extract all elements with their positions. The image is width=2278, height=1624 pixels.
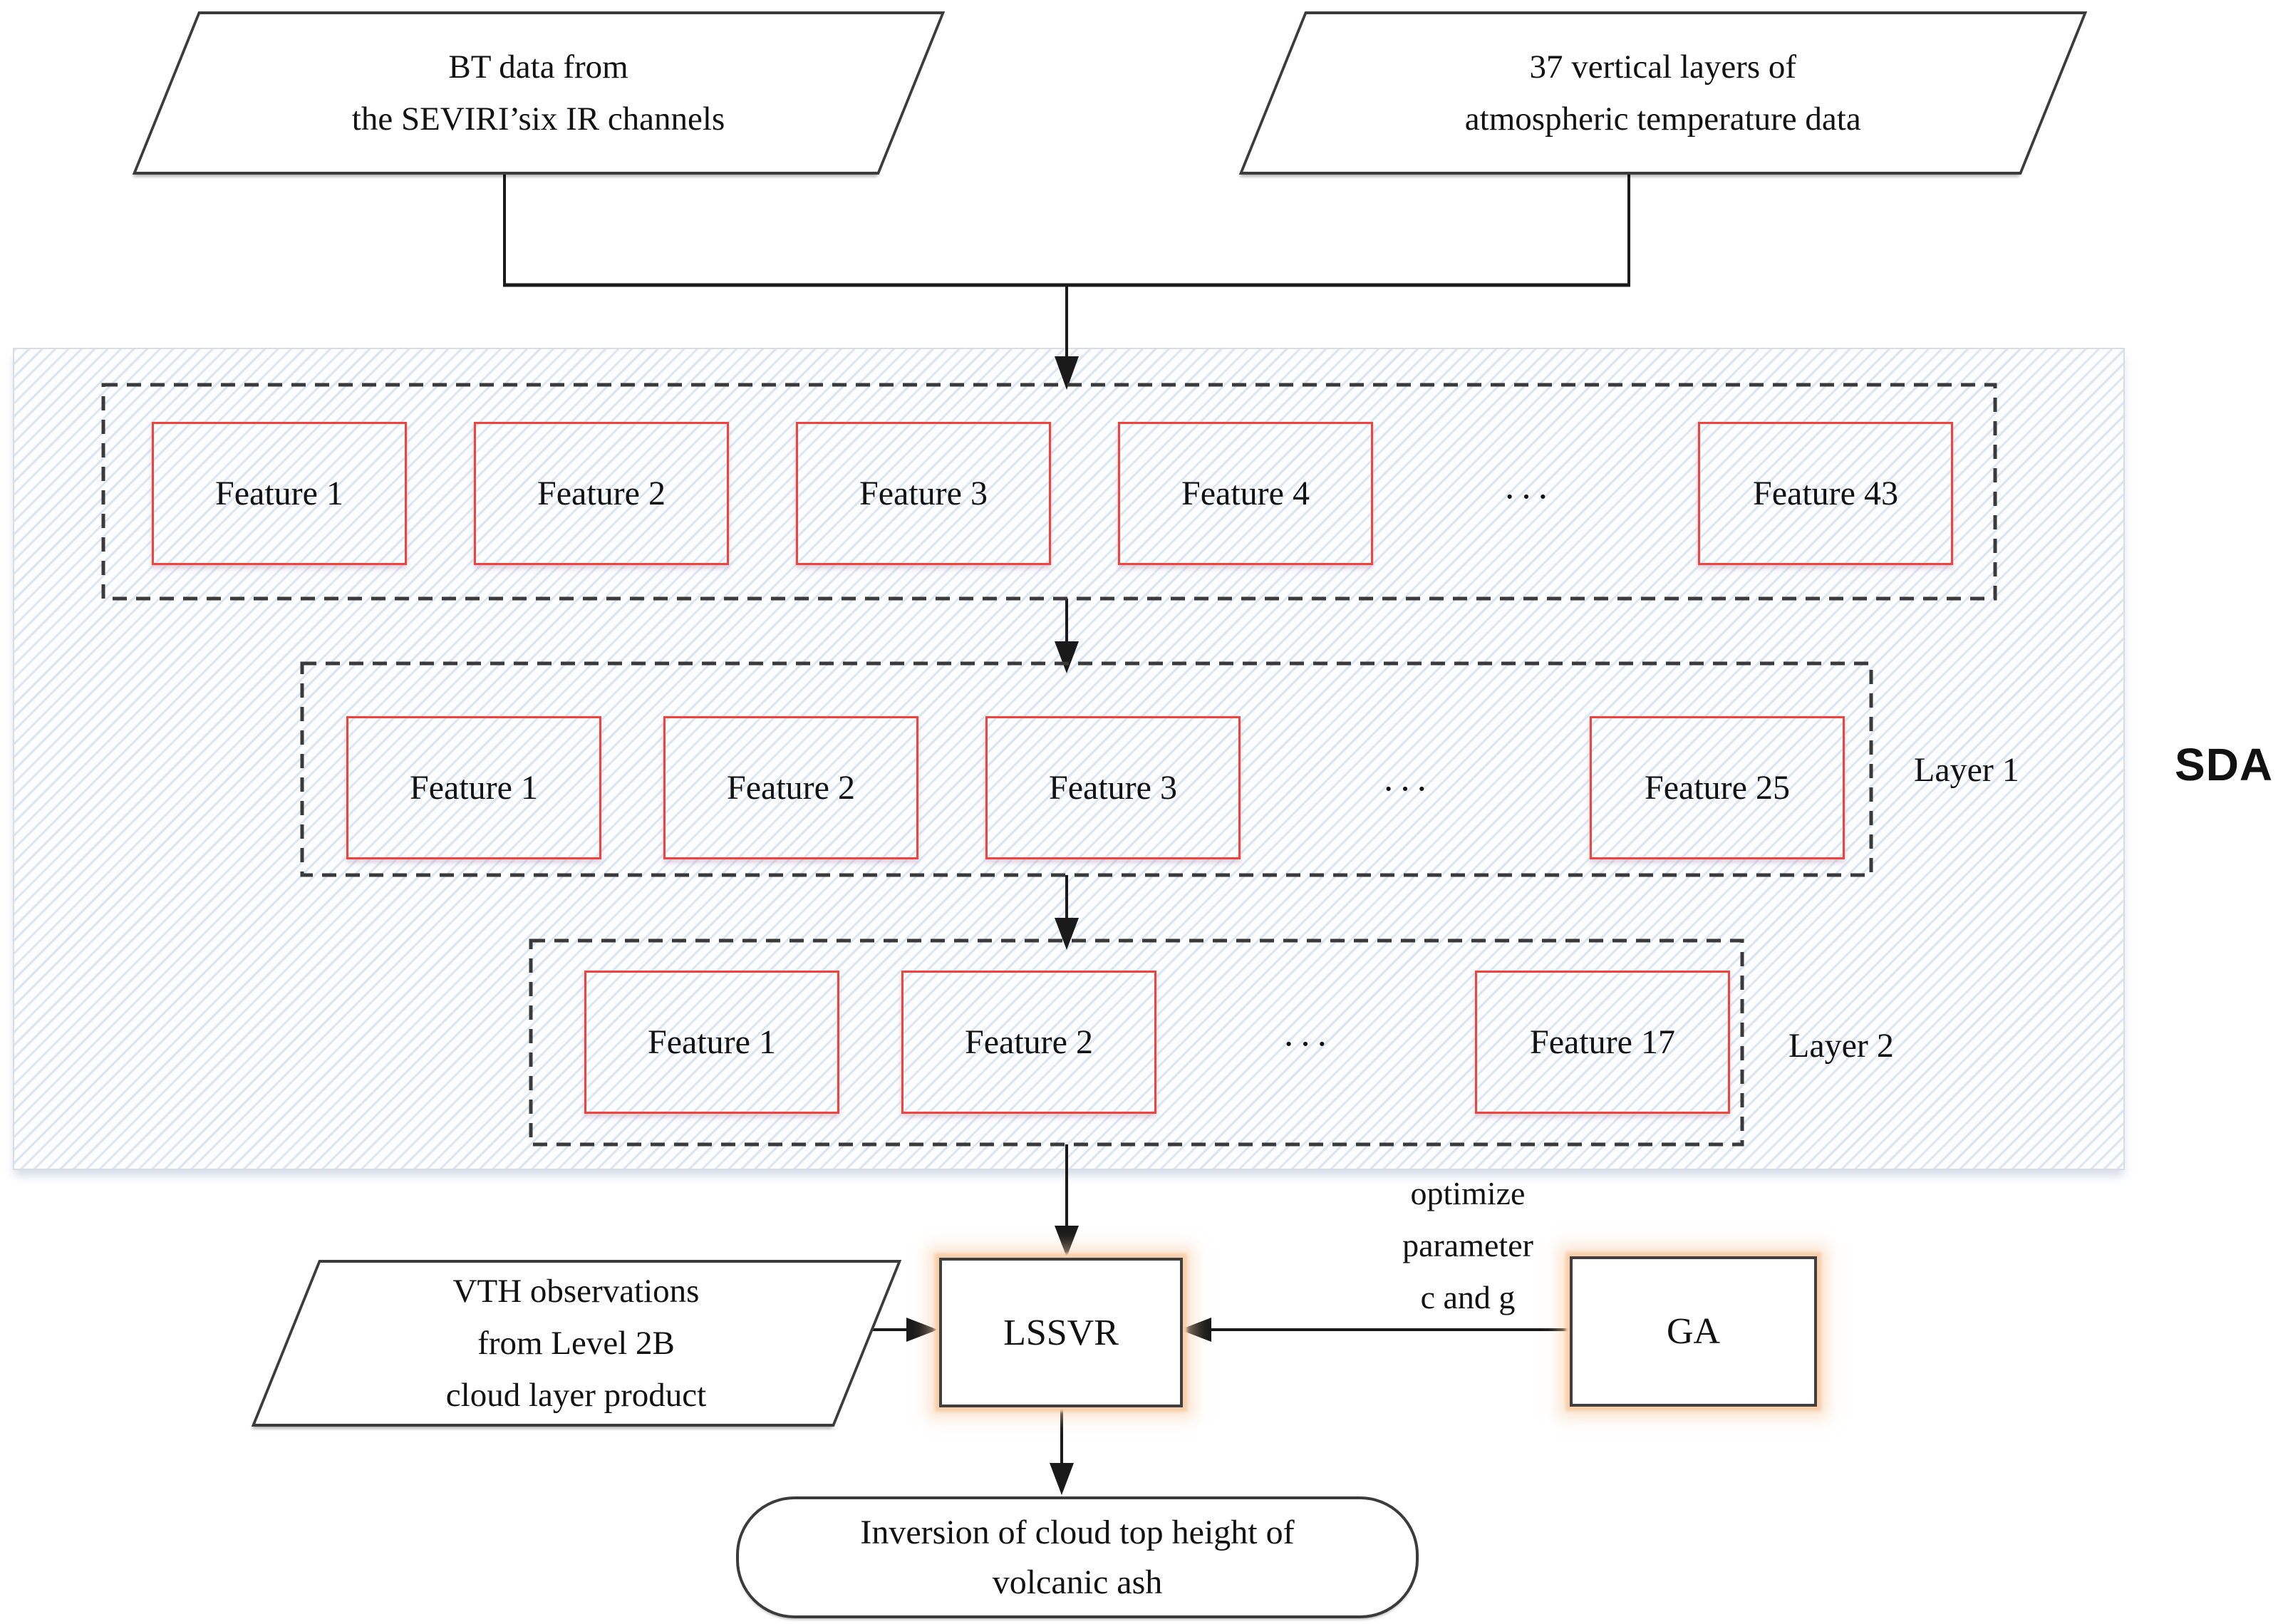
input-bt-line1: BT data from bbox=[448, 48, 629, 86]
feature-label: Feature 1 bbox=[648, 1023, 776, 1061]
feature-label: Feature 1 bbox=[410, 769, 538, 807]
output-line2: volcanic ash bbox=[992, 1563, 1163, 1601]
vth-parallelogram: VTH observations from Level 2B cloud lay… bbox=[251, 1260, 902, 1427]
feature-label: Feature 17 bbox=[1530, 1023, 1675, 1061]
layer2-label: Layer 2 bbox=[1788, 1027, 1894, 1065]
vth-line3: cloud layer product bbox=[446, 1376, 707, 1414]
vth-line2: from Level 2B bbox=[477, 1324, 675, 1362]
lssvr-box: LSSVR bbox=[939, 1258, 1183, 1407]
feature-box: Feature 1 bbox=[152, 422, 407, 565]
input-bt-line2: the SEVIRI’six IR channels bbox=[352, 100, 725, 138]
feature-box: Feature 25 bbox=[1590, 716, 1845, 859]
ga-label: GA bbox=[1666, 1311, 1721, 1352]
input-atmos-line1: 37 vertical layers of bbox=[1529, 48, 1797, 86]
ellipsis-row2: ··· bbox=[1382, 769, 1432, 810]
input-atmos-text: 37 vertical layers of atmospheric temper… bbox=[1465, 41, 1861, 145]
ga-annotation-line2: parameter bbox=[1402, 1227, 1533, 1263]
vth-line1: VTH observations bbox=[453, 1272, 700, 1310]
feature-box: Feature 2 bbox=[663, 716, 918, 859]
feature-box: Feature 1 bbox=[584, 971, 839, 1114]
ga-annotation-line3: c and g bbox=[1420, 1279, 1516, 1315]
feature-label: Feature 25 bbox=[1645, 769, 1790, 807]
feature-label: Feature 2 bbox=[965, 1023, 1093, 1061]
ga-annotation-line1: optimize bbox=[1410, 1175, 1526, 1211]
feature-box: Feature 2 bbox=[901, 971, 1156, 1114]
arrowhead-sda-to-lssvr bbox=[1055, 1226, 1079, 1257]
feature-box: Feature 3 bbox=[985, 716, 1241, 859]
arrowhead-lssvr-to-output bbox=[1050, 1463, 1074, 1495]
feature-label: Feature 43 bbox=[1753, 475, 1898, 512]
input-bt-text: BT data from the SEVIRI’six IR channels bbox=[352, 41, 725, 145]
output-line1: Inversion of cloud top height of bbox=[860, 1513, 1295, 1551]
input-bt-parallelogram: BT data from the SEVIRI’six IR channels bbox=[132, 11, 946, 175]
sda-label: SDA bbox=[2175, 739, 2274, 790]
output-terminator: Inversion of cloud top height of volcani… bbox=[736, 1496, 1419, 1618]
feature-label: Feature 2 bbox=[537, 475, 666, 512]
input-atmos-line2: atmospheric temperature data bbox=[1465, 100, 1861, 138]
layer1-label: Layer 1 bbox=[1914, 751, 2019, 789]
feature-box: Feature 17 bbox=[1475, 971, 1730, 1114]
lssvr-label: LSSVR bbox=[1003, 1312, 1119, 1353]
ellipsis-row3: ··· bbox=[1283, 1024, 1332, 1065]
feature-box: Feature 1 bbox=[346, 716, 601, 859]
input-atmos-parallelogram: 37 vertical layers of atmospheric temper… bbox=[1238, 11, 2088, 175]
arrowhead-vth-to-lssvr bbox=[906, 1318, 938, 1342]
feature-label: Feature 2 bbox=[727, 769, 855, 807]
feature-box: Feature 4 bbox=[1118, 422, 1373, 565]
vth-text: VTH observations from Level 2B cloud lay… bbox=[446, 1266, 706, 1422]
ga-annotation: optimize parameter c and g bbox=[1347, 1167, 1589, 1323]
feature-box: Feature 2 bbox=[474, 422, 729, 565]
feature-label: Feature 3 bbox=[859, 475, 988, 512]
arrowhead-ga-to-lssvr bbox=[1180, 1318, 1211, 1342]
feature-box: Feature 43 bbox=[1698, 422, 1953, 565]
feature-label: Feature 3 bbox=[1049, 769, 1177, 807]
feature-label: Feature 1 bbox=[215, 475, 343, 512]
ga-box: GA bbox=[1570, 1256, 1817, 1407]
ellipsis-row1: ··· bbox=[1503, 477, 1553, 517]
feature-label: Feature 4 bbox=[1181, 475, 1310, 512]
feature-box: Feature 3 bbox=[796, 422, 1051, 565]
